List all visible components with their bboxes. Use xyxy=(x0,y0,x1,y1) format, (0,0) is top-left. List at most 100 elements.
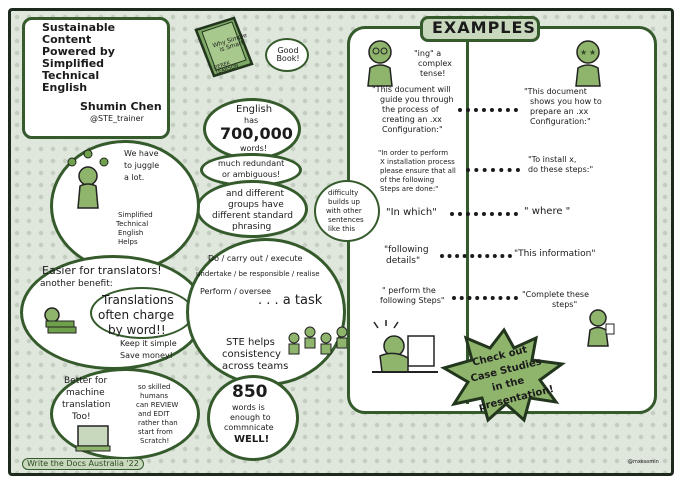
example-1-after-line-1: "This document xyxy=(524,87,587,96)
example-5-connector xyxy=(452,296,518,300)
title-line-1: Sustainable xyxy=(42,21,116,34)
team-figures-icon xyxy=(288,326,348,355)
money-stack-icon xyxy=(44,307,77,334)
difficulty-line-3: with other xyxy=(326,207,362,215)
computer-icon xyxy=(75,425,111,452)
example-2-after-line-2: do these steps:" xyxy=(528,165,594,174)
task-line-2: undertake / be responsible / realise xyxy=(196,270,320,278)
example-1-before-line-3: the process of xyxy=(382,105,439,114)
english-line-2: has xyxy=(244,116,259,125)
words-850-bubble xyxy=(207,375,299,461)
juggle-line-3: a lot. xyxy=(124,173,145,182)
ing-note-line-2: complex xyxy=(418,59,452,68)
example-3-connector xyxy=(450,212,518,216)
difficulty-bubble xyxy=(314,180,380,242)
english-line-9: phrasing xyxy=(232,222,272,232)
example-4-before-line-1: "following xyxy=(384,245,429,255)
words-850-count: 850 xyxy=(232,382,268,402)
example-1-connector xyxy=(458,108,518,112)
machine-line-6: humans xyxy=(140,392,169,400)
example-2-before-line-1: "In order to perform xyxy=(378,149,449,157)
difficulty-line-4: sentences xyxy=(328,216,364,224)
example-2-before-line-2: X installation process xyxy=(380,158,455,166)
examples-heading: EXAMPLES xyxy=(432,18,536,37)
ing-note-line-3: tense! xyxy=(420,69,446,78)
example-3-before: "In which" xyxy=(386,207,437,218)
task-line-4: . . . a task xyxy=(258,293,323,308)
example-5-before-line-1: " perform the xyxy=(382,286,436,295)
translators-line-2: another benefit: xyxy=(40,279,113,289)
task-line-1: Do / carry out / execute xyxy=(208,254,303,263)
task-bubble xyxy=(186,238,346,386)
example-5-after-line-2: steps" xyxy=(552,300,578,309)
examples-heading-tab xyxy=(420,16,540,42)
confused-figure-icon xyxy=(367,40,393,87)
english-line-8: different standard xyxy=(212,211,294,221)
book-icon xyxy=(194,16,254,78)
author-name: Shumin Chen xyxy=(80,100,162,113)
example-4-before-line-2: details" xyxy=(386,256,421,266)
example-4-after: "This information" xyxy=(514,249,596,259)
english-word-count: 700,000 xyxy=(220,124,293,143)
juggle-line-1: We have xyxy=(124,149,159,158)
words-850-line-1: words is xyxy=(232,403,265,412)
difficulty-line-1: difficulty xyxy=(328,189,359,197)
case-studies-starburst xyxy=(440,327,566,423)
example-2-before-line-5: Steps are done:" xyxy=(380,185,439,193)
task-line-3: Perform / oversee xyxy=(200,287,272,296)
words-850-line-4: WELL! xyxy=(234,434,270,445)
ste-line-2: Technical xyxy=(116,220,149,228)
title-line-4: Simplified xyxy=(42,57,105,70)
translators-line-4: often charge xyxy=(98,308,175,322)
ste-line-1: Simplified xyxy=(118,211,153,219)
example-3-after: " where " xyxy=(524,206,571,217)
machine-line-11: Scratch! xyxy=(140,437,170,445)
example-2-connector xyxy=(466,168,520,172)
example-4-connector xyxy=(440,254,512,258)
svg-text:★: ★ xyxy=(589,48,596,57)
words-850-line-3: commnicate xyxy=(224,423,274,432)
title-line-3: Powered by xyxy=(42,45,115,58)
tired-desk-figure-icon xyxy=(372,320,438,373)
translators-line-3: Translations xyxy=(102,293,174,307)
machine-line-1: Better for xyxy=(64,376,108,386)
task-line-6: consistency xyxy=(222,349,281,360)
machine-line-3: translation xyxy=(62,400,111,410)
english-line-7: groups have xyxy=(228,200,284,210)
book-caption-bubble xyxy=(265,38,309,72)
juggler-figure-icon xyxy=(67,149,109,209)
svg-text:★: ★ xyxy=(580,48,587,57)
english-count-bubble xyxy=(203,98,301,160)
example-1-after-line-2: shows you how to xyxy=(530,97,602,106)
translators-line-5: by word!! xyxy=(108,323,166,337)
english-line-3: words! xyxy=(240,144,268,153)
footer-event: Write the Docs Australia '22 xyxy=(22,458,144,471)
title-line-6: English xyxy=(42,81,88,94)
ste-line-4: Helps xyxy=(118,238,138,246)
example-1-before-line-1: "This document will xyxy=(372,85,451,94)
english-line-4: much redundant xyxy=(218,159,285,168)
title-line-5: Technical xyxy=(42,69,100,82)
example-1-after-line-4: Configuration:" xyxy=(530,117,591,126)
translators-line-1: Easier for translators! xyxy=(42,264,162,277)
english-line-1: English xyxy=(236,104,273,115)
difficulty-line-5: like this xyxy=(328,225,355,233)
translators-line-6: Keep it simple xyxy=(120,339,177,348)
ing-note-line-1: "ing" a xyxy=(414,49,442,58)
task-line-7: across teams xyxy=(222,361,289,372)
english-line-5: or ambiguous! xyxy=(222,170,281,179)
examples-divider xyxy=(466,42,469,404)
machine-line-5: so skilled xyxy=(138,383,171,391)
footer-handle: @mxeasmin xyxy=(628,459,659,465)
machine-line-10: start from xyxy=(138,428,173,436)
machine-line-2: machine xyxy=(66,388,105,398)
example-1-before-line-5: Configuration:" xyxy=(382,125,443,134)
book-caption: Good Book! xyxy=(276,46,300,64)
title-line-2: Content xyxy=(42,33,92,46)
task-line-5: STE helps xyxy=(226,337,275,348)
example-5-before-line-2: following Steps" xyxy=(380,296,445,305)
english-line-6: and different xyxy=(226,189,285,199)
title-card xyxy=(22,17,170,139)
author-handle: @STE_trainer xyxy=(90,114,144,123)
